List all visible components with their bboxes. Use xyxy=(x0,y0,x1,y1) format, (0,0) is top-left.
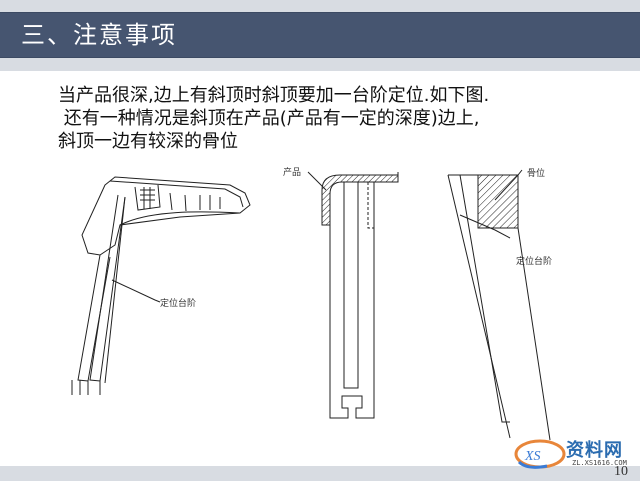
watermark-url: ZL.XS1616.COM xyxy=(572,459,627,467)
svg-text:XS: XS xyxy=(524,449,541,464)
watermark-brand: 资料网 xyxy=(566,440,623,461)
title-under-strip xyxy=(0,58,640,71)
body-line: 当产品很深,边上有斜顶时斜顶要加一台阶定位.如下图. xyxy=(58,85,490,106)
body-line: 还有一种情况是斜顶在产品(产品有一定的深度)边上, xyxy=(58,108,480,129)
figure-label: 定位台阶 xyxy=(160,299,197,309)
bottom-strip xyxy=(0,466,640,481)
body-line: 斜顶一边有较深的骨位 xyxy=(58,131,238,152)
page-number: 10 xyxy=(614,464,628,479)
top-strip xyxy=(0,0,640,12)
rib-drawing-right xyxy=(447,169,551,441)
page-title: 三、注意事项 xyxy=(21,21,177,49)
lifter-drawing-left xyxy=(71,176,251,395)
title-bar: 三、注意事项 xyxy=(0,12,640,58)
figure-label: 骨位 xyxy=(527,169,546,179)
figure-label: 产品 xyxy=(283,168,302,178)
body-text: 当产品很深,边上有斜顶时斜顶要加一台阶定位.如下图. 还有一种情况是斜顶在产品(… xyxy=(58,84,598,153)
watermark-logo-icon: XS xyxy=(514,439,566,469)
section-drawing-middle xyxy=(307,171,399,419)
figure-label: 定位台阶 xyxy=(516,257,553,267)
